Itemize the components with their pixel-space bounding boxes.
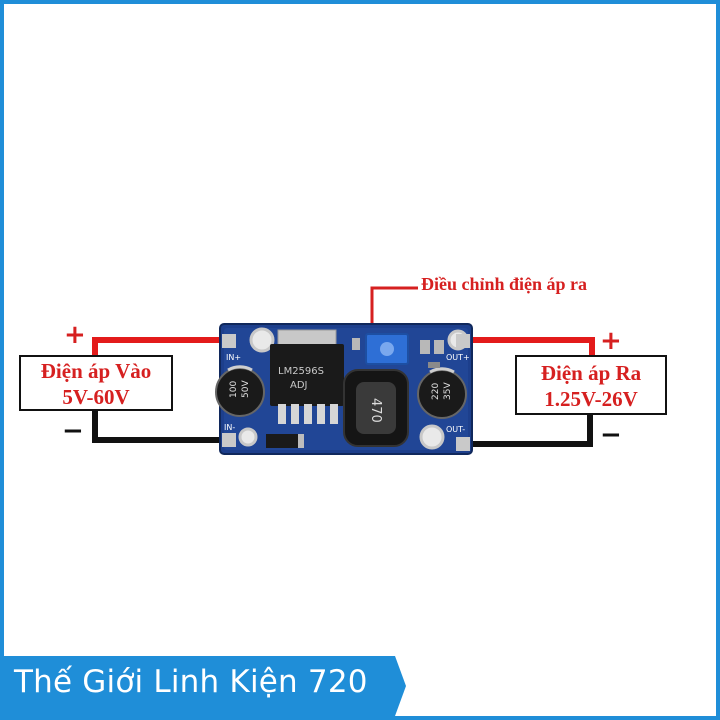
output-voltage-box: [515, 355, 667, 415]
chip-label-line1: LM2596S: [278, 366, 324, 377]
smd-component-1: [352, 338, 360, 350]
output-plus-sign: +: [600, 326, 622, 356]
pad-out-minus-label: OUT-: [446, 425, 465, 434]
smd-component-3: [434, 340, 444, 354]
mount-hole-bottom-right: [419, 424, 445, 450]
cap-left-line1: 100: [229, 381, 239, 398]
output-positive-wire: [458, 337, 595, 356]
output-voltage-text: Điện áp Ra 1.25V-26V: [516, 360, 666, 412]
output-capacitor: [417, 369, 467, 419]
output-minus-sign: −: [600, 420, 622, 450]
input-voltage-range: 5V-60V: [62, 385, 130, 409]
adjust-voltage-label: Điều chỉnh điện áp ra: [421, 274, 588, 294]
input-capacitor: [215, 367, 265, 417]
input-minus-sign: −: [62, 416, 84, 446]
chip-label-line2: ADJ: [290, 380, 308, 391]
mount-hole-bottom-left: [238, 427, 258, 447]
regulator-chip: [270, 344, 344, 406]
pad-out-plus: [456, 334, 470, 348]
output-negative-wire: [458, 414, 593, 447]
pad-in-plus: [222, 334, 236, 348]
cap-right-line1: 220: [431, 383, 441, 400]
input-positive-wire: [92, 337, 236, 356]
pad-out-minus: [456, 437, 470, 451]
smd-diode: [266, 434, 302, 448]
output-voltage-range: 1.25V-26V: [544, 387, 638, 411]
inductor-label: 470: [368, 398, 383, 423]
pad-out-plus-label: OUT+: [446, 353, 470, 362]
input-plus-sign: +: [64, 320, 86, 350]
input-voltage-line1: Điện áp Vào: [40, 359, 152, 383]
pad-in-minus-label: IN-: [224, 423, 235, 432]
brand-banner-text: Thế Giới Linh Kiện 720: [14, 664, 368, 700]
mount-hole-top-left: [249, 327, 275, 353]
pad-in-plus-label: IN+: [226, 353, 241, 362]
brand-banner: [0, 656, 406, 716]
input-negative-wire: [92, 410, 236, 443]
cap-left-line2: 50V: [241, 380, 251, 398]
pad-in-minus: [222, 433, 236, 447]
smd-component-2: [420, 340, 430, 354]
output-voltage-line1: Điện áp Ra: [540, 361, 642, 385]
cap-right-line2: 35V: [443, 382, 453, 400]
chip-pins: [278, 404, 338, 424]
input-voltage-box: [19, 355, 173, 411]
input-voltage-text: Điện áp Vào 5V-60V: [20, 358, 172, 410]
